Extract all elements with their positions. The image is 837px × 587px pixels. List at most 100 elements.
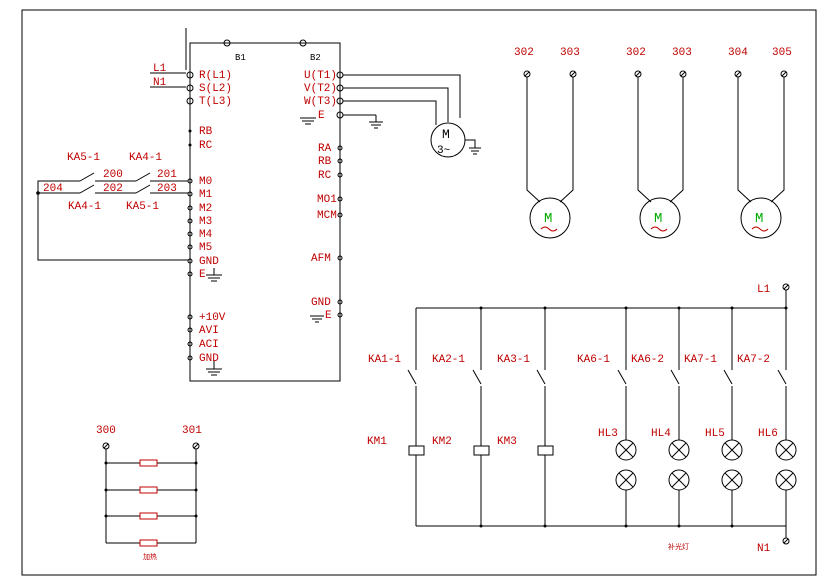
contact-ka1-1: KA1-1 (368, 354, 401, 366)
contact-bottom-ka4-1: KA4-1 (68, 201, 101, 213)
heater-element-1 (139, 459, 158, 467)
fan3-motor-symbol (740, 197, 782, 239)
fan2-terminal-a: 302 (626, 47, 646, 59)
coil-label-km3: KM3 (497, 436, 517, 448)
analog-in-10v: +10V (199, 312, 226, 324)
ctrl-m0: M0 (199, 176, 212, 188)
fan2-label: M (654, 211, 662, 227)
heater-element-4 (139, 539, 158, 547)
ctrl-e: E (199, 269, 206, 281)
contact-ka7-1: KA7-1 (684, 354, 717, 366)
control-input-terminals: M0 M1 M2 M3 M4 M5 GND E (187, 176, 222, 282)
ctrl-m5: M5 (199, 242, 212, 254)
coil-label-km2: KM2 (432, 436, 452, 448)
terminal-u: U(T1) (304, 70, 337, 82)
output-terminals: U(T1) V(T2) W(T3) E (300, 70, 344, 125)
heater-element-2 (139, 486, 158, 494)
heater-terminal-300: 300 (96, 425, 116, 437)
vfd-block: B1 B2 L1 N1 R(L1) S(L2) T(L3) U(T1) V(T2… (150, 28, 344, 382)
fan-motor-2: 302 303 M (626, 47, 692, 239)
wire-202: 202 (103, 183, 123, 195)
contact-ka2-1: KA2-1 (432, 354, 465, 366)
relay-left-rc: RC (199, 140, 213, 152)
analog-in-avi: AVI (199, 325, 219, 337)
relay-left-rb: RB (199, 126, 213, 138)
fan3-terminal-b: 305 (772, 47, 792, 59)
motor-label-phase: 3~ (437, 145, 451, 157)
lamp-label-hl4: HL4 (651, 428, 671, 440)
terminal-s: S(L2) (199, 83, 232, 95)
bus-label-b2: B2 (310, 53, 321, 63)
contact-top-ka4-1: KA4-1 (129, 152, 162, 164)
fan1-terminal-a: 302 (514, 47, 534, 59)
lamp-caption: 补光灯 (668, 542, 689, 552)
terminal-t: T(L3) (199, 96, 232, 108)
ctrl-m3: M3 (199, 216, 212, 228)
lamp-label-hl6: HL6 (758, 428, 778, 440)
wire-204: 204 (43, 183, 63, 195)
drawing-frame (21, 9, 817, 576)
fan-motor-1: 302 303 M (514, 47, 580, 239)
fan1-label: M (544, 211, 552, 227)
supply-n1: N1 (757, 543, 771, 555)
wire-201: 201 (157, 169, 177, 181)
lamp-branch-hl3 (615, 306, 637, 528)
coil-km2 (473, 445, 490, 456)
input-terminals: R(L1) S(L2) T(L3) (186, 70, 232, 108)
terminal-w: W(T3) (304, 96, 337, 108)
control-contacts: KA5-1 KA4-1 KA4-1 KA5-1 200 201 202 203 … (36, 152, 188, 261)
heater-element-3 (139, 512, 158, 520)
lamp-branch-hl4 (668, 306, 690, 528)
lamp-branch-hl6 (775, 306, 797, 526)
wire-200: 200 (103, 169, 123, 181)
terminal-v: V(T2) (304, 83, 337, 95)
analog-out-afm: AFM (311, 253, 331, 265)
supply-l1: L1 (757, 284, 771, 296)
lamp-label-hl3: HL3 (598, 428, 618, 440)
terminal-r: R(L1) (199, 70, 232, 82)
ctrl-m1: M1 (199, 189, 213, 201)
coil-km1 (408, 445, 425, 456)
lamp-label-hl5: HL5 (705, 428, 725, 440)
contact-ka7-2: KA7-2 (737, 354, 770, 366)
main-motor: M 3~ (343, 74, 481, 158)
ctrl-m4: M4 (199, 229, 213, 241)
ctrl-gnd: GND (199, 256, 219, 268)
fan2-motor-symbol (639, 197, 681, 239)
ctrl-m2: M2 (199, 203, 212, 215)
power-input-l1: L1 (153, 63, 167, 75)
digital-out-mo1: MO1 (317, 194, 337, 206)
relay-circuit: L1 N1 KA1-1 KA2-1 KA3-1 KA6-1 KA6-2 KA7-… (367, 283, 797, 555)
fan3-terminal-a: 304 (728, 47, 748, 59)
e-right: E (325, 310, 332, 322)
wire-203: 203 (157, 183, 177, 195)
vfd-box (189, 42, 341, 382)
motor-label-m: M (442, 127, 450, 142)
analog-in-aci: ACI (199, 339, 219, 351)
fan3-label: M (755, 211, 763, 227)
digital-out-mcm: MCM (317, 210, 337, 222)
terminal-e-out: E (318, 110, 325, 122)
gnd-right: GND (311, 297, 331, 309)
contact-ka6-1: KA6-1 (577, 354, 610, 366)
fan-motor-3: 304 305 M (728, 47, 792, 239)
coil-km3 (537, 445, 554, 456)
fan1-terminal-b: 303 (560, 47, 580, 59)
relay-right-ra: RA (318, 143, 332, 155)
relay-right-rc: RC (318, 170, 332, 182)
fan1-motor-symbol (529, 197, 571, 239)
heater-terminal-301: 301 (182, 425, 202, 437)
heater-caption: 加热 (143, 552, 157, 562)
heater-circuit: 300 301 加热 (96, 425, 202, 562)
power-input-n1: N1 (153, 77, 167, 89)
lamp-branch-hl5 (721, 306, 743, 528)
contact-bottom-ka5-1: KA5-1 (126, 201, 159, 213)
relay-right-rb: RB (318, 156, 332, 168)
coil-label-km1: KM1 (367, 436, 387, 448)
contact-ka3-1: KA3-1 (497, 354, 530, 366)
fan2-terminal-b: 303 (672, 47, 692, 59)
analog-in-gnd: GND (199, 353, 219, 365)
bus-label-b1: B1 (235, 53, 246, 63)
contact-top-ka5-1: KA5-1 (67, 152, 100, 164)
